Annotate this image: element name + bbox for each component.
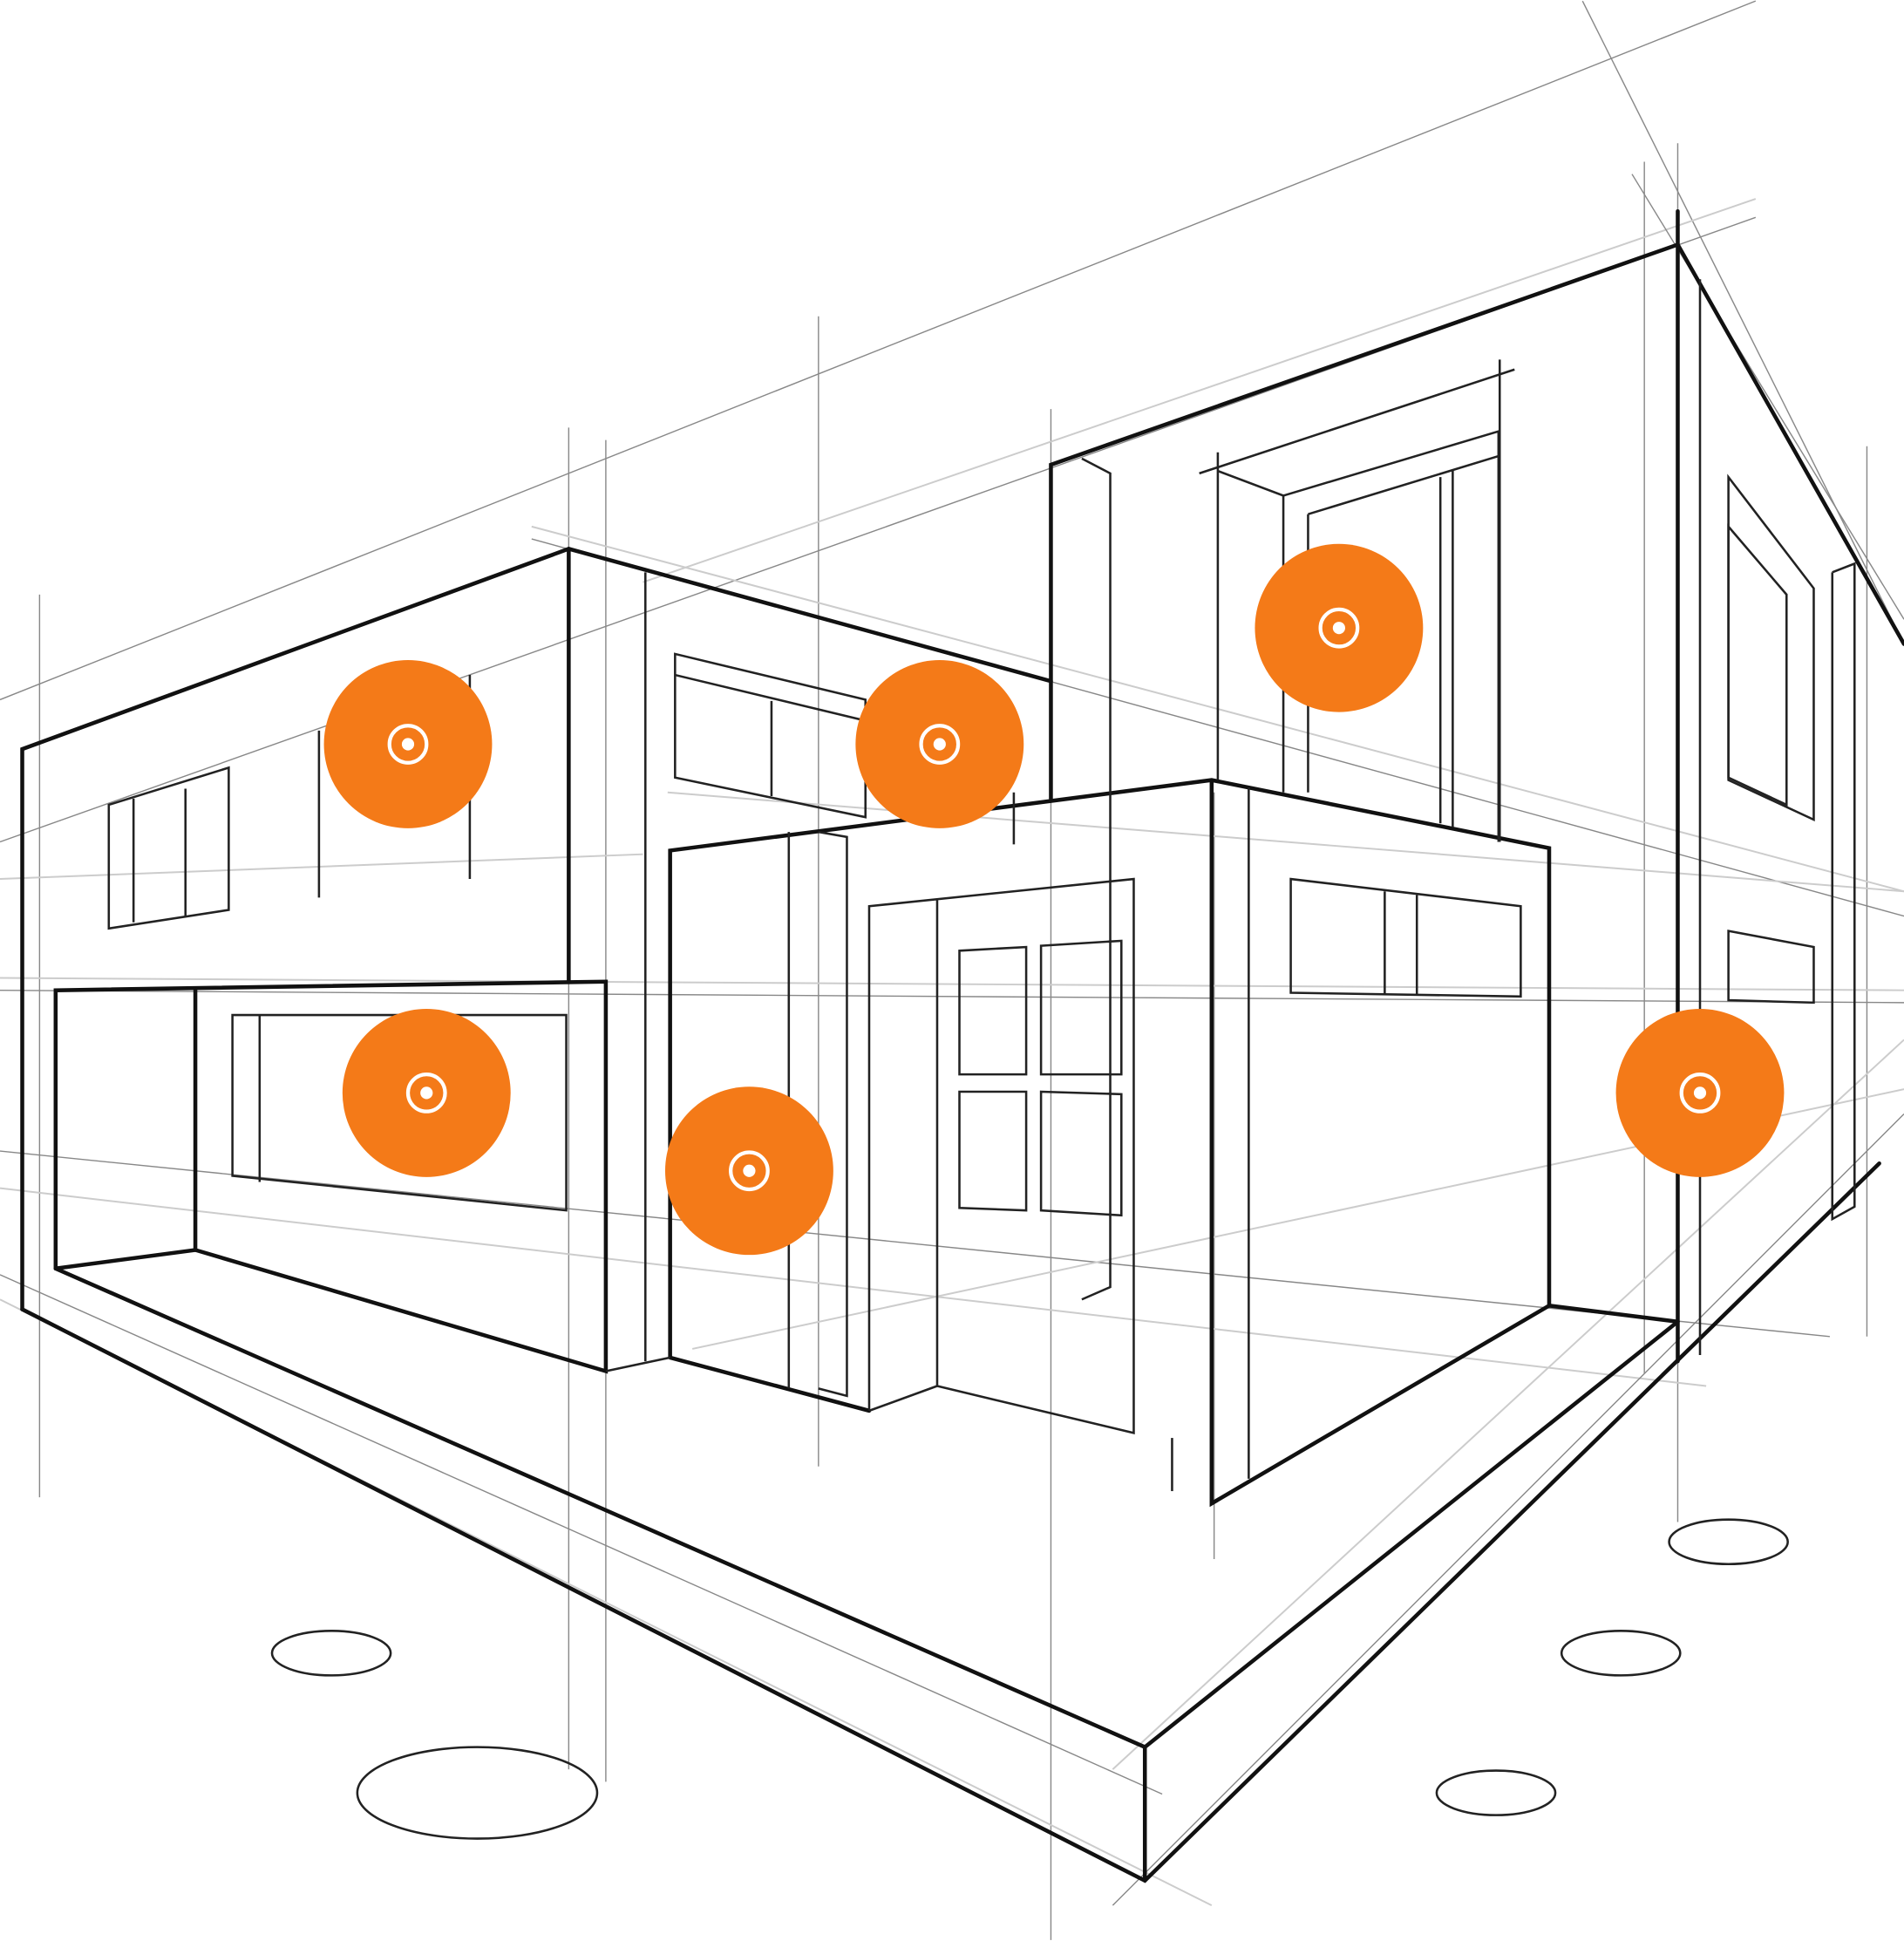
target-icon bbox=[387, 724, 429, 765]
hotspot-upper-left-window[interactable] bbox=[323, 660, 493, 828]
target-icon bbox=[729, 1150, 770, 1192]
hotspot-upper-middle-window[interactable] bbox=[855, 660, 1024, 828]
building-outline bbox=[20, 208, 1904, 1883]
target-icon bbox=[405, 1072, 447, 1114]
target-icon bbox=[919, 724, 961, 765]
windows-and-doors bbox=[107, 279, 1856, 1492]
hotspot-lower-left-opening[interactable] bbox=[342, 1008, 511, 1177]
hotspot-right-corner[interactable] bbox=[1615, 1008, 1785, 1177]
target-icon bbox=[1318, 607, 1360, 649]
ground-markers bbox=[270, 1518, 1789, 1840]
hotspot-entrance[interactable] bbox=[664, 1086, 833, 1256]
target-icon bbox=[1679, 1072, 1721, 1114]
hotspot-upper-right-window[interactable] bbox=[1255, 543, 1424, 712]
